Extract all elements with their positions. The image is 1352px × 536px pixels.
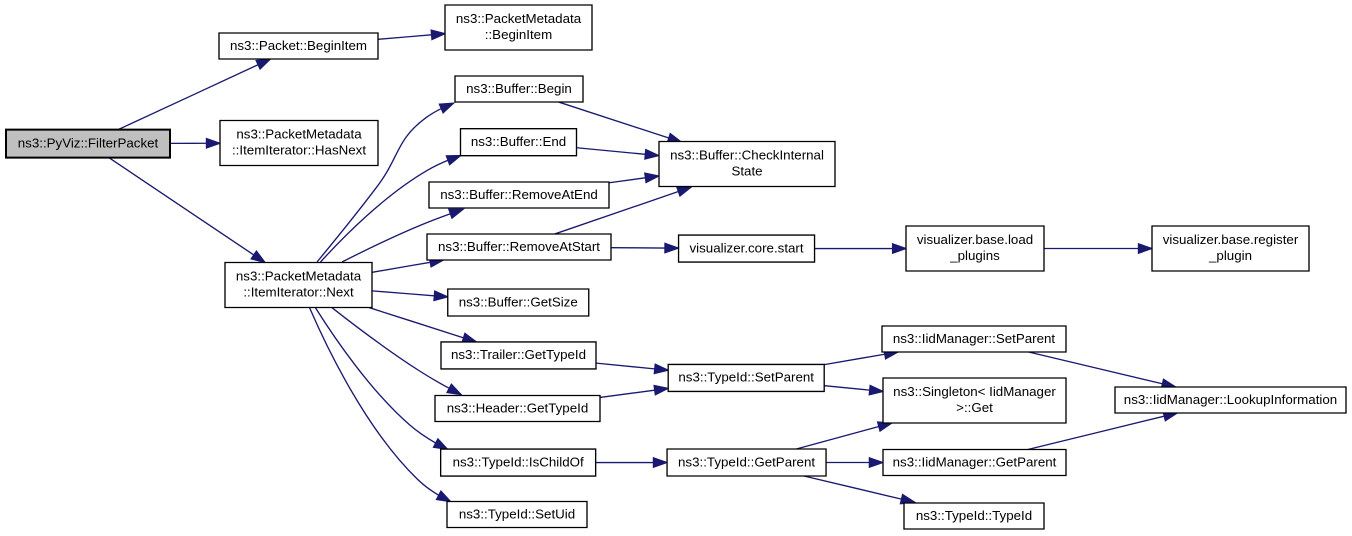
svg-text:ns3::TypeId::SetUid: ns3::TypeId::SetUid — [459, 506, 575, 521]
svg-text:State: State — [731, 163, 762, 178]
svg-text:ns3::PacketMetadata: ns3::PacketMetadata — [236, 268, 362, 283]
svg-text:visualizer.base.register: visualizer.base.register — [1163, 232, 1299, 247]
svg-text:ns3::TypeId::IsChildOf: ns3::TypeId::IsChildOf — [453, 454, 584, 469]
svg-text:>::Get: >::Get — [956, 400, 993, 415]
svg-text:::BeginItem: ::BeginItem — [485, 27, 552, 42]
svg-text:ns3::IidManager::GetParent: ns3::IidManager::GetParent — [893, 454, 1057, 469]
svg-text:ns3::PyViz::FilterPacket: ns3::PyViz::FilterPacket — [18, 135, 159, 150]
svg-text:ns3::Buffer::CheckInternal: ns3::Buffer::CheckInternal — [670, 147, 824, 162]
svg-text:::ItemIterator::HasNext: ::ItemIterator::HasNext — [232, 142, 366, 157]
svg-text:ns3::IidManager::SetParent: ns3::IidManager::SetParent — [893, 331, 1056, 346]
svg-text:ns3::Packet::BeginItem: ns3::Packet::BeginItem — [230, 38, 367, 53]
svg-text:ns3::Trailer::GetTypeId: ns3::Trailer::GetTypeId — [451, 347, 586, 362]
svg-text:ns3::TypeId::TypeId: ns3::TypeId::TypeId — [916, 508, 1032, 523]
svg-text:ns3::Singleton< IidManager: ns3::Singleton< IidManager — [893, 384, 1056, 399]
svg-text:ns3::PacketMetadata: ns3::PacketMetadata — [236, 126, 362, 141]
svg-text:_plugins: _plugins — [949, 248, 1000, 263]
svg-text:ns3::PacketMetadata: ns3::PacketMetadata — [456, 11, 582, 26]
svg-text:::ItemIterator::Next: ::ItemIterator::Next — [243, 284, 354, 299]
svg-text:ns3::Buffer::GetSize: ns3::Buffer::GetSize — [459, 294, 578, 309]
svg-text:visualizer.base.load: visualizer.base.load — [917, 232, 1033, 247]
svg-text:ns3::Header::GetTypeId: ns3::Header::GetTypeId — [447, 400, 589, 415]
svg-text:ns3::Buffer::RemoveAtEnd: ns3::Buffer::RemoveAtEnd — [440, 187, 598, 202]
svg-text:ns3::TypeId::SetParent: ns3::TypeId::SetParent — [678, 370, 814, 385]
svg-text:ns3::IidManager::LookupInforma: ns3::IidManager::LookupInformation — [1124, 392, 1337, 407]
svg-text:ns3::Buffer::Begin: ns3::Buffer::Begin — [466, 81, 572, 96]
svg-text:ns3::TypeId::GetParent: ns3::TypeId::GetParent — [678, 454, 815, 469]
svg-text:ns3::Buffer::End: ns3::Buffer::End — [471, 134, 566, 149]
svg-text:ns3::Buffer::RemoveAtStart: ns3::Buffer::RemoveAtStart — [438, 239, 600, 254]
svg-text:visualizer.core.start: visualizer.core.start — [690, 240, 804, 255]
svg-text:_plugin: _plugin — [1208, 248, 1252, 263]
